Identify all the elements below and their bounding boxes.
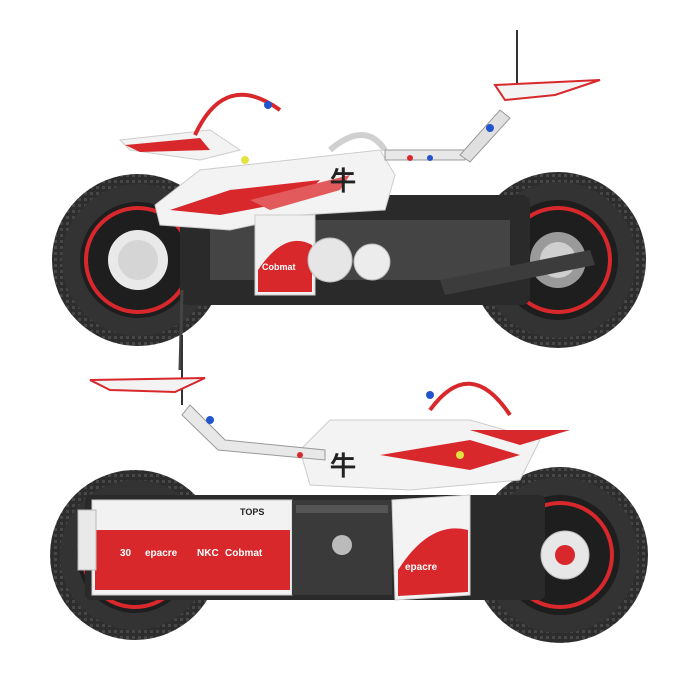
sticker-glyph-top: 牛 [330,166,356,196]
sticker-brand-secondary: epacre [145,548,178,559]
flag-bottom [89,377,206,394]
sticker-number: 30 [120,548,132,559]
sticker-brand-primary-bottom: Cobmat [225,548,263,559]
flag-top [493,79,601,102]
motorcycle-bottom: 30 epacre NKC Cobmat TOPS epacre 牛 [50,335,648,643]
sticker-brand-tertiary: NKC [197,548,219,559]
motorcycle-top: Cobmat 牛 [52,30,646,371]
sticker-brand-secondary-bottom: epacre [405,562,438,573]
beam-bottom [181,404,326,461]
sticker-brand-top: Cobmat [262,262,296,272]
beam-top [384,149,466,161]
sticker-tag: TOPS [240,507,264,517]
windscreen-top [328,132,388,153]
sticker-glyph-bottom: 牛 [330,451,356,481]
